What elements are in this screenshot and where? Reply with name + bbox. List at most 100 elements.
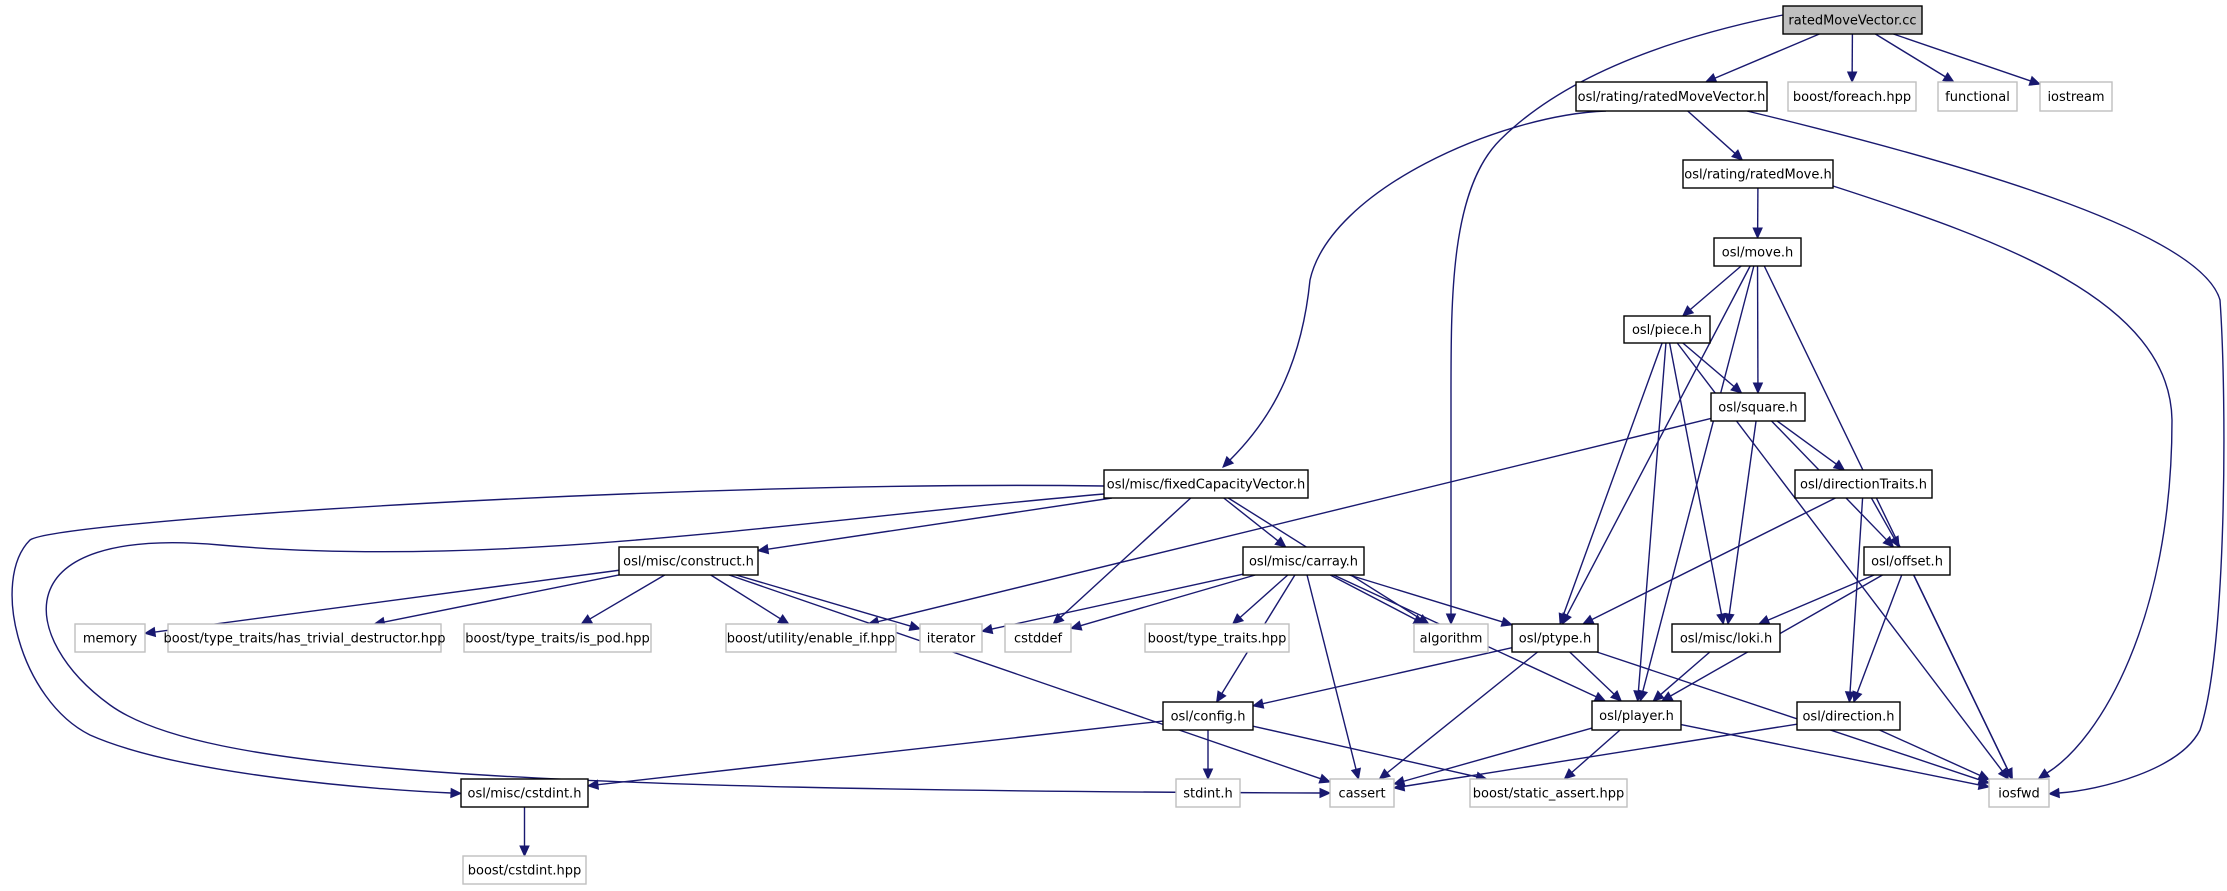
- node-box[interactable]: [1575, 81, 1768, 112]
- edge-rmvh-to-rmh: [1687, 110, 1744, 161]
- edge-line: [1660, 651, 1711, 695]
- node-label: osl/offset.h: [1871, 555, 1943, 570]
- node-ptype[interactable]: osl/ptype.h: [1511, 623, 1599, 653]
- node-functional: functional: [1937, 81, 2018, 112]
- edge-direction-to-cassert: [1392, 723, 1798, 792]
- node-move[interactable]: osl/move.h: [1713, 237, 1802, 267]
- node-box[interactable]: [1682, 159, 1834, 189]
- node-label: osl/misc/cstdint.h: [468, 787, 582, 802]
- edge-square-to-enableif: [867, 417, 1712, 627]
- node-box[interactable]: [1103, 469, 1309, 499]
- arrowhead-icon: [980, 623, 994, 635]
- arrowhead-icon: [1852, 690, 1863, 704]
- node-label: iterator: [927, 632, 976, 647]
- edge-rmvh-to-fcv: [1222, 110, 1607, 468]
- node-iosfwd: iosfwd: [1988, 778, 2050, 808]
- node-box[interactable]: [460, 778, 589, 808]
- node-loki[interactable]: osl/misc/loki.h: [1671, 623, 1781, 653]
- edge-fcv-to-carray: [1223, 497, 1287, 548]
- node-box[interactable]: [1796, 701, 1901, 731]
- node-box: [1329, 778, 1395, 808]
- node-cstdint[interactable]: osl/misc/cstdint.h: [460, 778, 589, 808]
- node-box: [1144, 623, 1290, 653]
- edge-line: [991, 573, 1244, 630]
- node-box: [1004, 623, 1072, 653]
- node-label: osl/piece.h: [1632, 323, 1702, 338]
- node-rmh[interactable]: osl/rating/ratedMove.h: [1682, 159, 1834, 189]
- edge-dtraits-to-offset: [1870, 497, 1900, 549]
- node-box[interactable]: [1162, 701, 1254, 731]
- arrowhead-icon: [143, 626, 157, 638]
- node-box[interactable]: [1671, 623, 1781, 653]
- edge-line: [1832, 185, 2173, 774]
- node-direction[interactable]: osl/direction.h: [1796, 701, 1901, 731]
- node-label: osl/player.h: [1599, 709, 1674, 724]
- edge-root-to-iostream: [1893, 33, 2042, 86]
- node-fcv[interactable]: osl/misc/fixedCapacityVector.h: [1103, 469, 1309, 499]
- arrowhead-icon: [1730, 382, 1743, 394]
- node-square[interactable]: osl/square.h: [1710, 392, 1806, 422]
- node-box[interactable]: [1511, 623, 1599, 653]
- node-box[interactable]: [1591, 700, 1682, 731]
- node-box[interactable]: [618, 546, 759, 576]
- node-box: [2039, 81, 2113, 112]
- edge-rmvh-to-iosfwd: [1746, 110, 2225, 799]
- edge-line: [597, 720, 1164, 786]
- arrowhead-icon: [1558, 612, 1569, 626]
- node-box[interactable]: [1863, 546, 1951, 576]
- arrowhead-icon: [2028, 75, 2042, 86]
- node-algorithm: algorithm: [1413, 623, 1489, 653]
- arrowhead-icon: [1318, 773, 1332, 784]
- arrowhead-icon: [1977, 770, 1991, 780]
- node-root[interactable]: ratedMoveVector.cc: [1782, 5, 1923, 35]
- edge-move-to-square: [1752, 265, 1764, 395]
- arrowhead-icon: [1844, 691, 1856, 704]
- edge-carray-to-ptype: [1349, 574, 1514, 627]
- node-label: osl/directionTraits.h: [1800, 478, 1927, 493]
- node-label: boost/type_traits/has_trivial_destructor…: [163, 632, 445, 647]
- edge-line: [1870, 497, 1895, 539]
- node-dtraits[interactable]: osl/directionTraits.h: [1794, 469, 1933, 499]
- edge-line: [1637, 342, 1667, 692]
- edge-construct-to-cassert: [728, 574, 1332, 784]
- node-offset[interactable]: osl/offset.h: [1863, 546, 1951, 576]
- node-box[interactable]: [1794, 469, 1933, 499]
- node-box: [462, 855, 587, 885]
- node-construct[interactable]: osl/misc/construct.h: [618, 546, 759, 576]
- edge-fcv-to-cstdint: [11, 484, 1105, 799]
- node-label: osl/rating/ratedMoveVector.h: [1578, 90, 1766, 105]
- edge-line: [1767, 574, 1875, 621]
- arrowhead-icon: [1274, 536, 1287, 548]
- node-cstddef: cstddef: [1004, 623, 1072, 653]
- edge-square-to-loki: [1724, 420, 1757, 626]
- edge-construct-to-iterator: [736, 574, 922, 632]
- node-stdint: stdint.h: [1175, 778, 1241, 808]
- arrowhead-icon: [1832, 459, 1846, 471]
- node-box[interactable]: [1782, 5, 1923, 35]
- node-box[interactable]: [1710, 392, 1806, 422]
- node-config[interactable]: osl/config.h: [1162, 701, 1254, 731]
- node-carray[interactable]: osl/misc/carray.h: [1242, 546, 1365, 576]
- edge-line: [1223, 497, 1279, 542]
- edge-offset-to-iosfwd: [1913, 574, 2013, 781]
- node-box[interactable]: [1713, 237, 1802, 267]
- edge-line: [11, 484, 1105, 794]
- node-ispod: boost/type_traits/is_pod.hpp: [463, 623, 652, 653]
- node-piece[interactable]: osl/piece.h: [1623, 315, 1711, 344]
- edge-root-to-rmvh: [1704, 33, 1820, 83]
- edge-carray-to-iterator: [980, 573, 1244, 635]
- edge-player-to-cassert: [1392, 727, 1593, 787]
- edge-carray-to-typetraits: [1231, 574, 1289, 625]
- node-rmvh[interactable]: osl/rating/ratedMoveVector.h: [1575, 81, 1768, 112]
- edge-construct-to-ispod: [580, 574, 666, 625]
- edge-line: [383, 574, 620, 623]
- node-box[interactable]: [1242, 546, 1365, 576]
- node-label: algorithm: [1420, 632, 1483, 647]
- node-label: osl/direction.h: [1802, 710, 1894, 725]
- node-box[interactable]: [1623, 315, 1711, 344]
- node-player[interactable]: osl/player.h: [1591, 700, 1682, 731]
- edge-line: [1746, 110, 2225, 794]
- arrowhead-icon: [1704, 73, 1718, 83]
- arrowhead-icon: [1215, 690, 1227, 704]
